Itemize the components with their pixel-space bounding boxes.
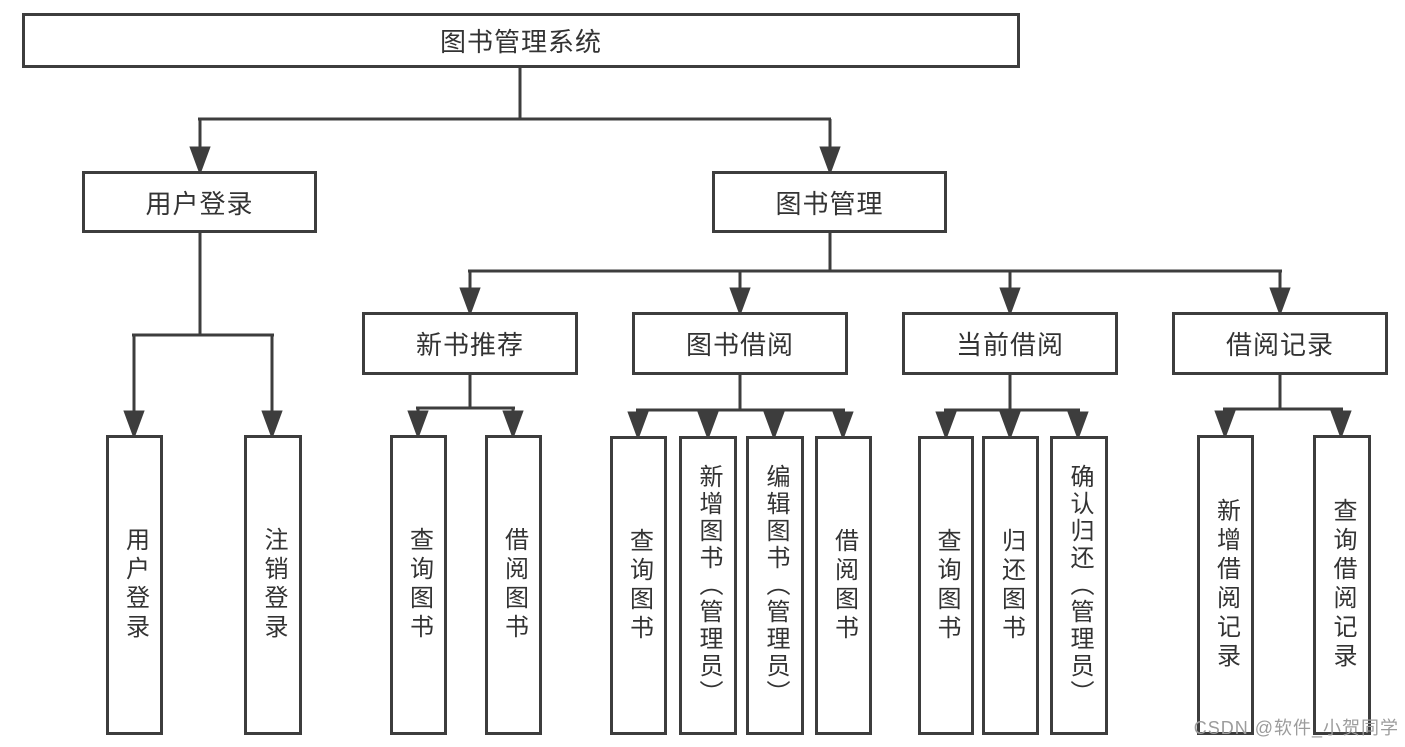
leaf-label: 确认归还（管理员）	[1066, 464, 1093, 707]
leaf-edit-books-admin: 编辑图书（管理员）	[746, 436, 804, 735]
node-label: 用户登录	[145, 188, 254, 219]
leaf-query-books-1: 查询图书	[390, 435, 447, 735]
leaf-logout: 注销登录	[244, 435, 302, 735]
node-label: 图书管理系统	[439, 27, 602, 57]
leaf-label: 查询借阅记录	[1329, 498, 1356, 672]
leaf-add-books-admin: 新增图书（管理员）	[679, 436, 737, 735]
leaf-label: 归还图书	[997, 527, 1025, 644]
node-root-system: 图书管理系统	[22, 13, 1020, 68]
node-label: 新书推荐	[415, 330, 524, 360]
leaf-return-books: 归还图书	[982, 436, 1039, 735]
leaf-label: 注销登录	[260, 527, 287, 643]
leaf-query-books-3: 查询图书	[918, 436, 974, 735]
leaf-label: 查询图书	[405, 527, 433, 643]
csdn-watermark: CSDN @软件_小贺同学	[1193, 718, 1399, 738]
node-book-management: 图书管理	[712, 171, 947, 233]
leaf-borrow-books-2: 借阅图书	[815, 436, 872, 735]
node-label: 当前借阅	[955, 330, 1064, 360]
leaf-borrow-books-1: 借阅图书	[485, 435, 542, 735]
leaf-label: 查询图书	[625, 527, 653, 644]
leaf-confirm-return-admin: 确认归还（管理员）	[1050, 436, 1108, 735]
node-new-book-recommend: 新书推荐	[362, 312, 578, 375]
node-book-borrowing: 图书借阅	[632, 312, 848, 375]
leaf-label: 查询图书	[933, 527, 960, 644]
node-label: 图书管理	[775, 188, 884, 219]
node-user-login: 用户登录	[82, 171, 317, 233]
leaf-query-books-2: 查询图书	[610, 436, 667, 735]
node-label: 图书借阅	[685, 330, 794, 360]
leaf-label: 编辑图书（管理员）	[762, 464, 789, 707]
leaf-add-borrow-record: 新增借阅记录	[1197, 435, 1254, 735]
leaf-label: 借阅图书	[500, 527, 528, 643]
node-label: 借阅记录	[1225, 330, 1334, 360]
leaf-label: 用户登录	[121, 527, 149, 643]
leaf-label: 新增图书（管理员）	[695, 464, 722, 707]
node-current-borrowing: 当前借阅	[902, 312, 1118, 375]
leaf-user-login: 用户登录	[106, 435, 163, 735]
leaf-label: 借阅图书	[830, 527, 858, 644]
leaf-label: 新增借阅记录	[1212, 498, 1240, 672]
leaf-query-borrow-record: 查询借阅记录	[1313, 435, 1371, 735]
node-borrowing-records: 借阅记录	[1172, 312, 1388, 375]
